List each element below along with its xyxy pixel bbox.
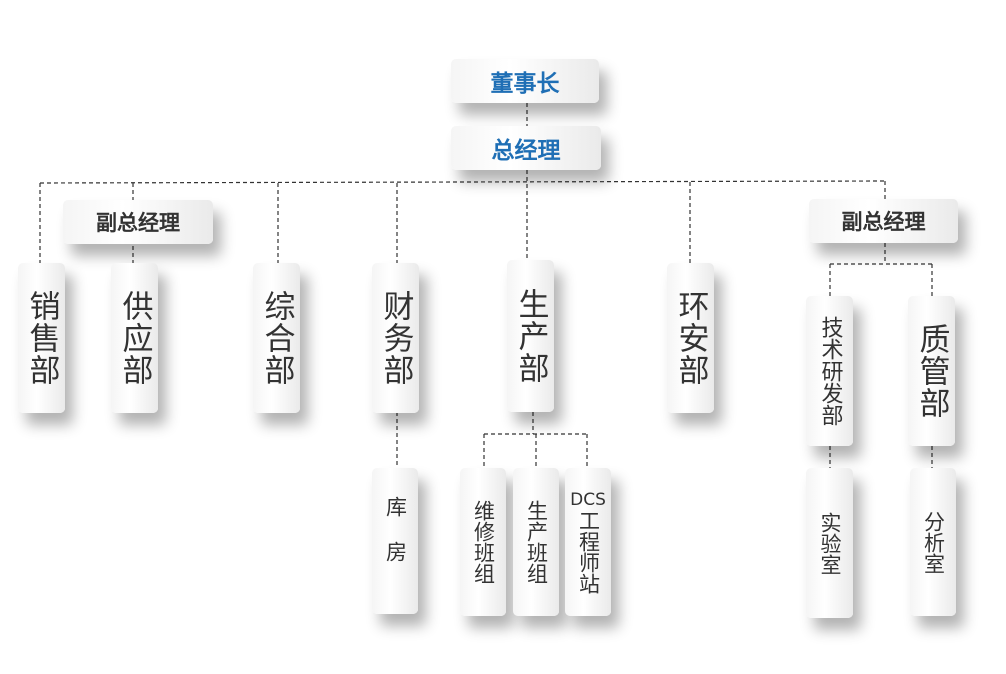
general-manager-label: 总经理 bbox=[491, 138, 561, 164]
dept-finance-label: 财务部 bbox=[377, 290, 414, 386]
production-team-label: 生产班组 bbox=[524, 500, 549, 584]
deputy-gm-left-box: 副总经理 bbox=[63, 200, 213, 244]
dept-production-label: 生产部 bbox=[512, 288, 549, 384]
chairman-box: 董事长 bbox=[451, 59, 599, 103]
deputy-gm-right-label: 副总经理 bbox=[841, 210, 926, 234]
warehouse-label: 库房 bbox=[383, 496, 408, 586]
deputy-gm-left-label: 副总经理 bbox=[96, 211, 180, 235]
chairman-label: 董事长 bbox=[490, 71, 560, 97]
dept-general-label: 综合部 bbox=[258, 290, 295, 386]
dept-general-box: 综合部 bbox=[253, 263, 300, 413]
dept-env-safety-box: 环安部 bbox=[667, 263, 714, 413]
lab-box: 实验室 bbox=[806, 468, 853, 618]
production-team-box: 生产班组 bbox=[513, 468, 559, 616]
warehouse-box: 库房 bbox=[372, 468, 418, 614]
dept-sales-label: 销售部 bbox=[23, 290, 60, 386]
dcs-prefix-label: DCS bbox=[570, 490, 606, 510]
dcs-station-box: DCS 工程师站 bbox=[565, 468, 611, 616]
general-manager-box: 总经理 bbox=[451, 126, 601, 170]
dept-rd-label: 技术研发部 bbox=[817, 316, 843, 426]
dept-production-box: 生产部 bbox=[507, 260, 554, 412]
dept-supply-label: 供应部 bbox=[116, 290, 153, 386]
lab-label: 实验室 bbox=[818, 511, 842, 575]
dcs-station-label: 工程师站 bbox=[576, 510, 601, 594]
analysis-room-box: 分析室 bbox=[910, 468, 956, 616]
dept-rd-box: 技术研发部 bbox=[806, 296, 853, 446]
analysis-room-label: 分析室 bbox=[921, 510, 946, 574]
dept-env-safety-label: 环安部 bbox=[672, 290, 709, 386]
maintenance-team-label: 维修班组 bbox=[471, 500, 496, 584]
connector-main-horizontal bbox=[39, 180, 886, 184]
dept-sales-box: 销售部 bbox=[18, 263, 65, 413]
deputy-gm-right-box: 副总经理 bbox=[809, 199, 958, 243]
maintenance-team-box: 维修班组 bbox=[460, 468, 506, 616]
dept-supply-box: 供应部 bbox=[111, 263, 158, 413]
dept-finance-box: 财务部 bbox=[372, 263, 419, 413]
dept-quality-box: 质管部 bbox=[908, 296, 955, 446]
dept-quality-label: 质管部 bbox=[913, 323, 950, 419]
